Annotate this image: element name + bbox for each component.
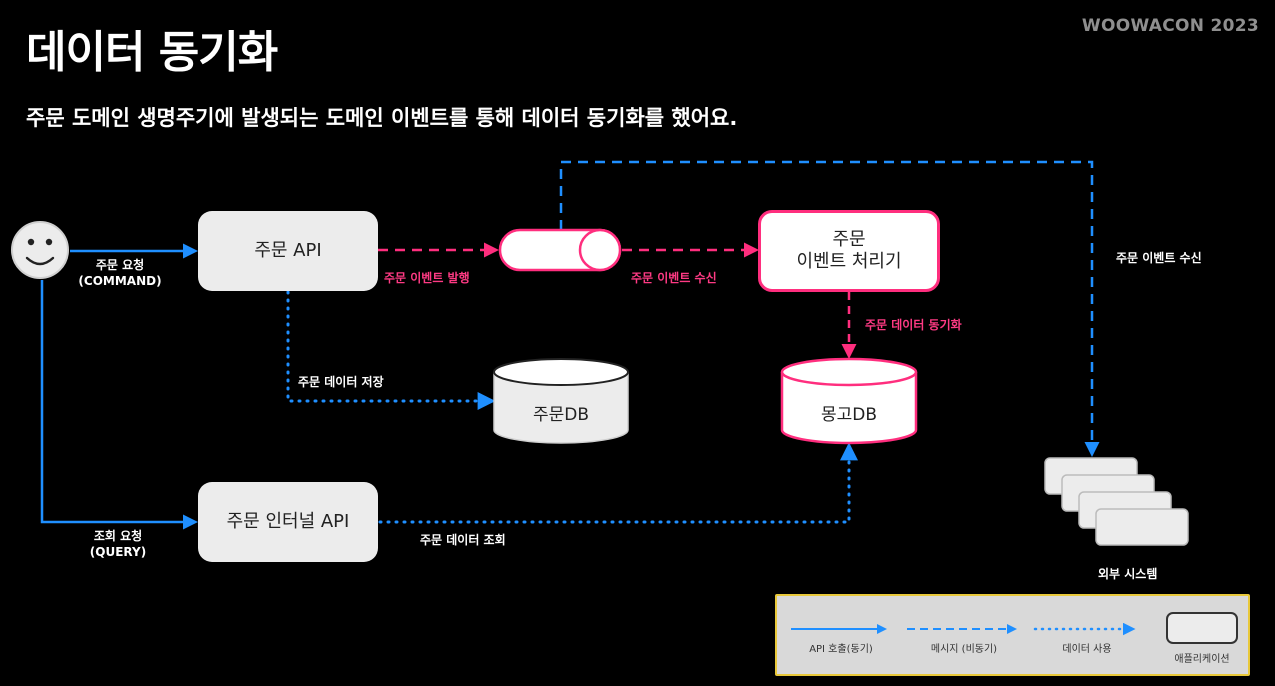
brand-logo: WOOWACON 2023	[1081, 16, 1259, 36]
message-queue-icon	[498, 228, 622, 272]
external-event-arrow	[559, 160, 1100, 457]
page-title: 데이터 동기화	[26, 27, 278, 78]
order-request-label: 주문 요청 (COMMAND)	[68, 257, 172, 289]
order-request-label-line2: (COMMAND)	[78, 274, 162, 289]
order-request-label-line1: 주문 요청	[95, 258, 145, 272]
legend-message: 메시지 (비동기)	[930, 644, 998, 655]
external-event-label: 주문 이벤트 수신	[1116, 251, 1202, 265]
user-icon	[11, 221, 69, 279]
internal-api-node: 주문 인터널 API	[198, 482, 378, 562]
event-receive-label: 주문 이벤트 수신	[631, 271, 717, 285]
data-sync-label: 주문 데이터 동기화	[865, 318, 962, 332]
mongo-db-icon	[780, 357, 918, 445]
event-processor-line2: 이벤트 처리기	[796, 251, 902, 272]
query-request-label-line2: (QUERY)	[89, 545, 147, 560]
external-systems-icon	[1044, 457, 1189, 546]
order-db-icon	[493, 358, 629, 444]
data-query-arrow	[378, 442, 858, 524]
order-api-node: 주문 API	[198, 211, 378, 291]
legend-api-call: API 호출(동기)	[809, 644, 873, 655]
legend-data-use: 데이터 사용	[1062, 644, 1112, 655]
event-publish-label: 주문 이벤트 발행	[384, 271, 470, 285]
external-systems-label: 외부 시스템	[1098, 567, 1158, 581]
legend-marks	[791, 612, 1238, 644]
legend-app-box-icon	[1166, 612, 1238, 644]
mongo-db-label: 몽고DB	[820, 405, 878, 425]
legend: API 호출(동기) 메시지 (비동기) 데이터 사용 애플리케이션	[775, 594, 1250, 676]
event-processor-node: 주문 이벤트 처리기	[758, 210, 940, 292]
page-subtitle: 주문 도메인 생명주기에 발생되는 도메인 이벤트를 통해 데이터 동기화를 했…	[26, 106, 738, 130]
query-request-label-line1: 조회 요청	[93, 529, 143, 543]
data-query-label: 주문 데이터 조회	[420, 533, 506, 547]
order-db-label: 주문DB	[532, 405, 590, 425]
event-processor-line1: 주문	[832, 228, 866, 250]
query-request-arrow	[40, 280, 198, 530]
legend-application: 애플리케이션	[1174, 654, 1230, 665]
query-request-label: 조회 요청 (QUERY)	[66, 528, 170, 560]
data-save-label: 주문 데이터 저장	[298, 375, 384, 389]
